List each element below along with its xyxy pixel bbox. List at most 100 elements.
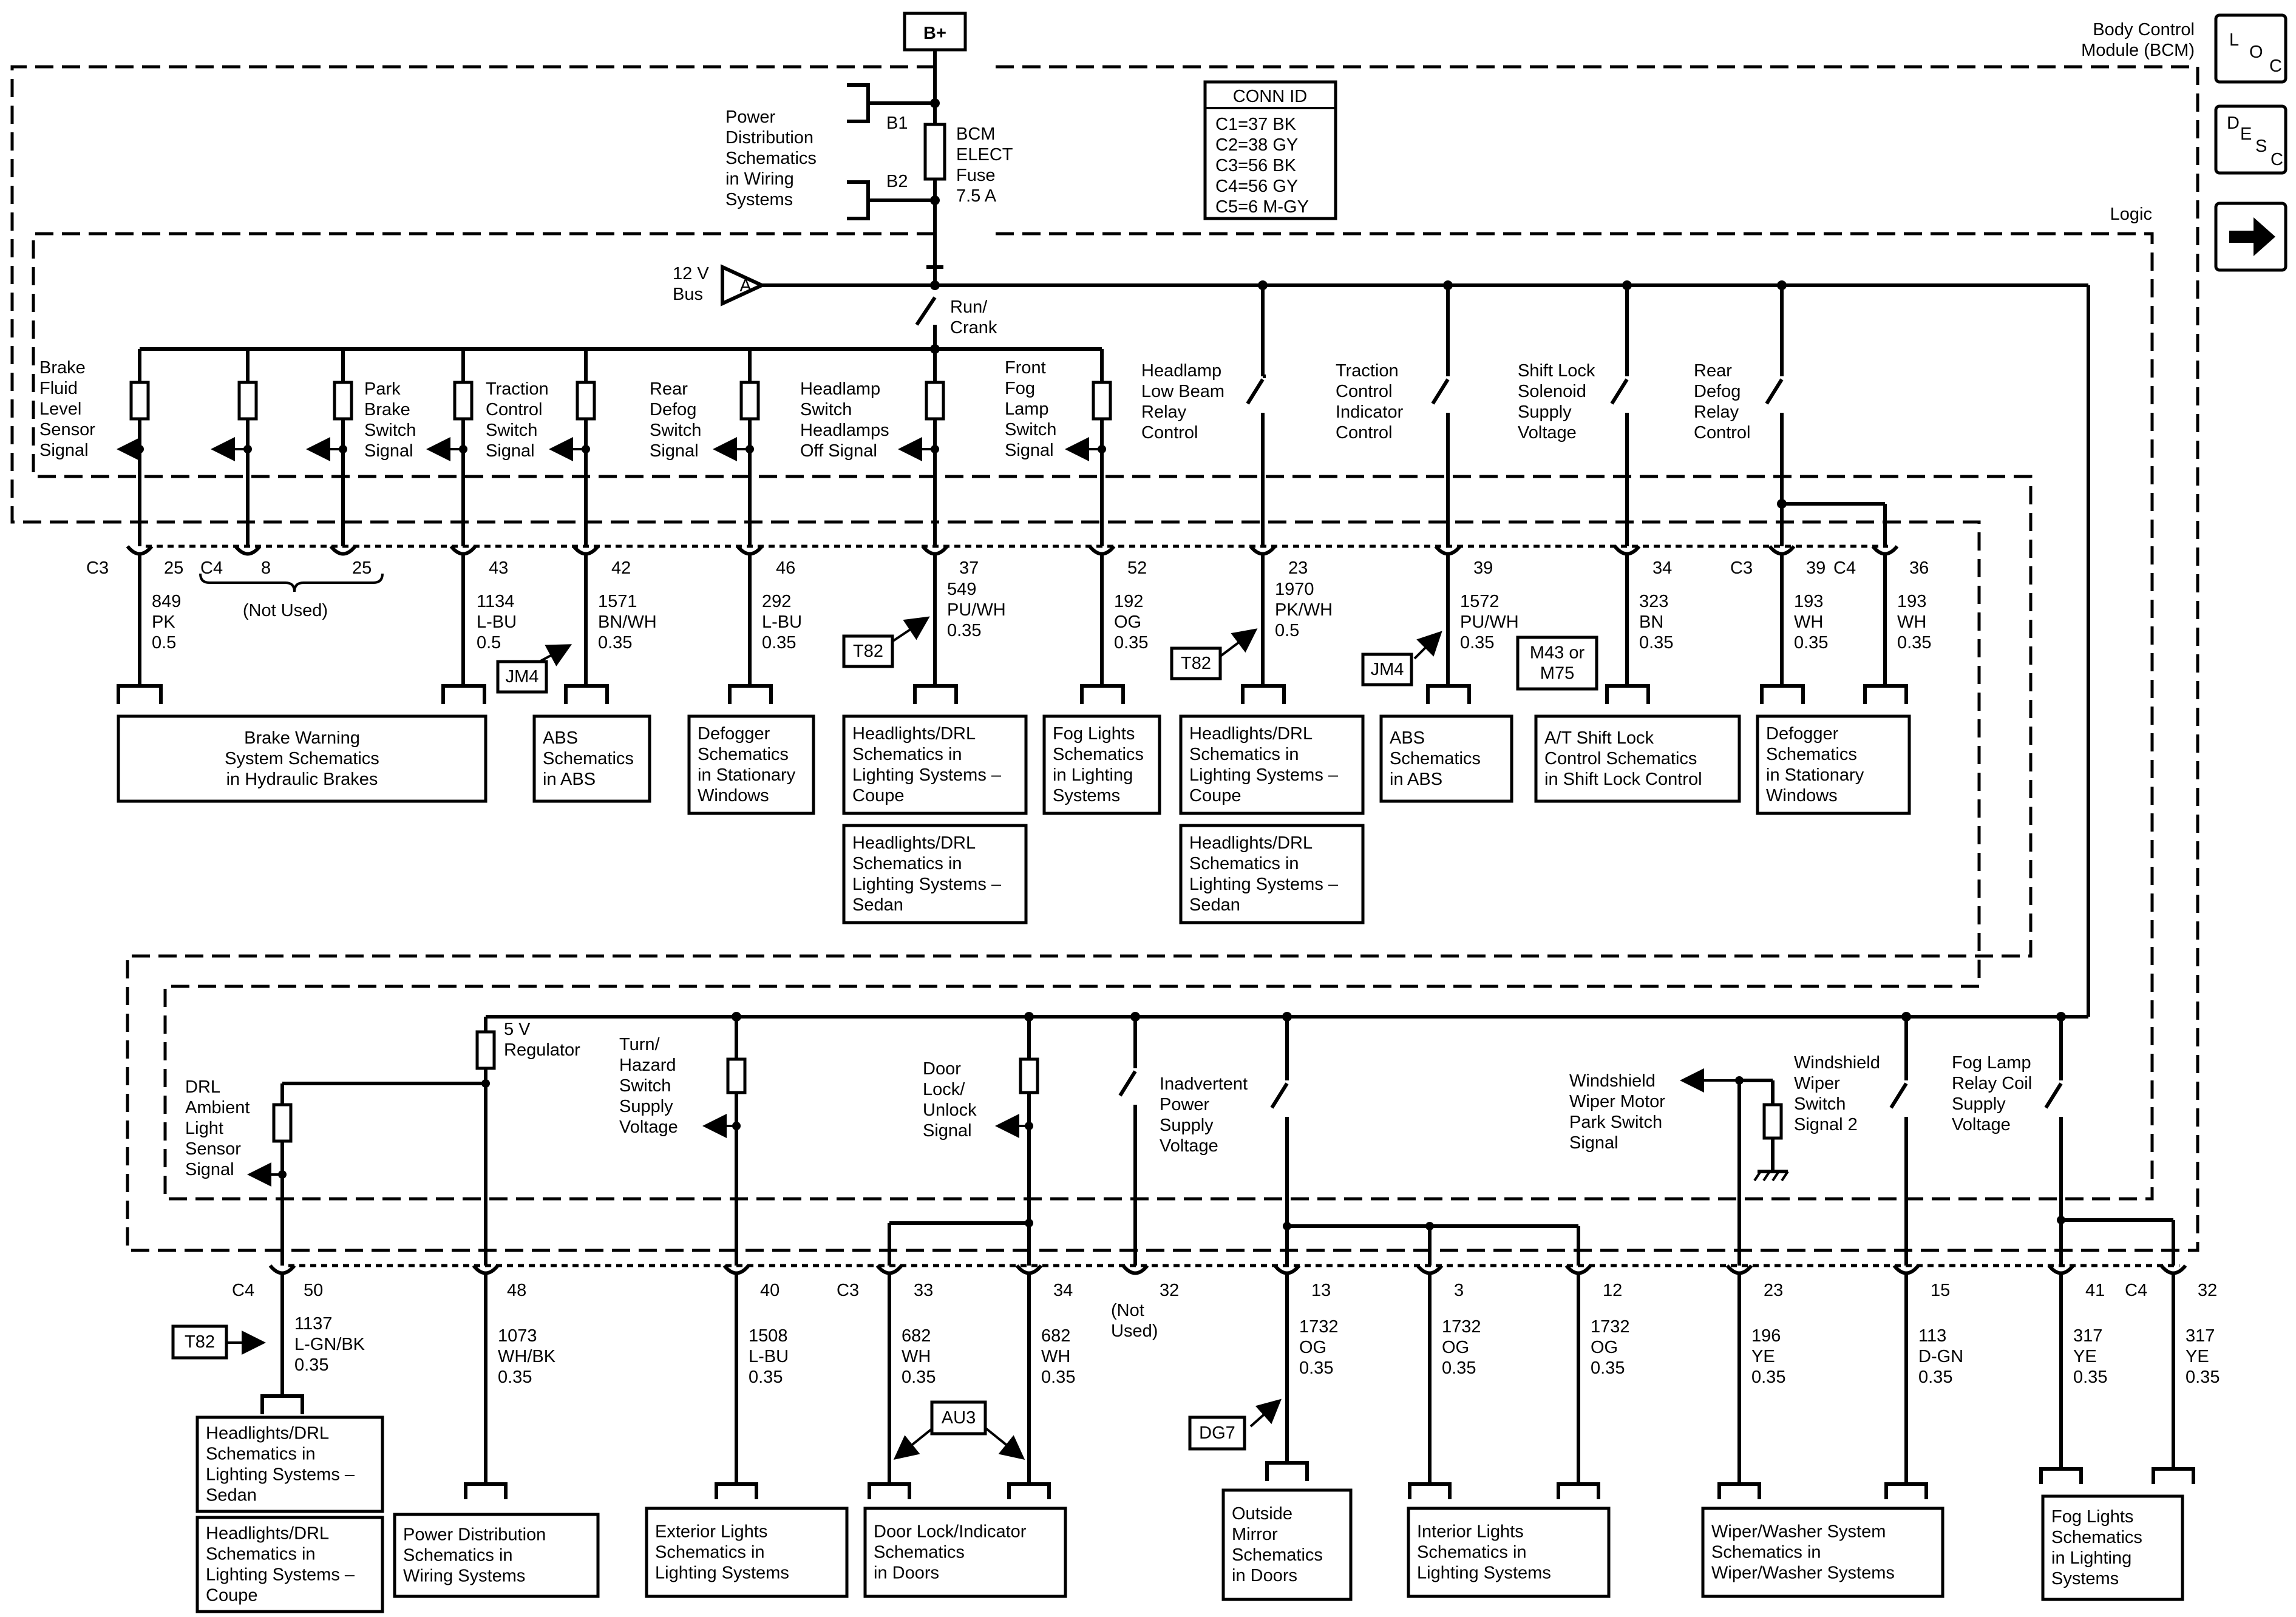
loc-letter: C	[2269, 56, 2282, 76]
bottom-pin-label: 50	[304, 1281, 323, 1300]
not-used-top: (Not Used)	[243, 601, 328, 620]
bottom-pin-label: 32	[1160, 1281, 1179, 1300]
top-wire-label: PU/WH	[1460, 612, 1519, 632]
dest-headlights-sedan-b-text: Sedan	[1189, 895, 1240, 915]
top-wire-label: WH	[1897, 612, 1926, 632]
dest-fog-lights-a-text: in Lighting	[1053, 765, 1133, 785]
bottom-wire-label: 1137	[294, 1314, 332, 1334]
top-input-label: Switch	[364, 421, 416, 440]
dest-abs-a-text: ABS	[543, 728, 578, 748]
top-wire-label: WH	[1794, 612, 1823, 632]
top-wire-label: 0.35	[762, 633, 796, 653]
dest-headlights-sedan-c-text: Headlights/DRL	[206, 1424, 329, 1443]
top-input-label: Defog	[650, 400, 696, 419]
top-input-label: Rear	[1694, 361, 1732, 381]
bottom-destination-connectors	[260, 1394, 2195, 1499]
dest-fog-lights-a-text: Systems	[1053, 786, 1120, 805]
loc-button[interactable]: LOC	[2214, 13, 2288, 84]
top-input-label: Voltage	[1518, 423, 1577, 442]
dest-brake-warning	[117, 714, 487, 803]
bottom-inputs-wiring	[247, 1012, 2175, 1266]
bottom-input-label: Switch	[619, 1076, 671, 1096]
bottom-wire-label: 682	[1041, 1326, 1070, 1346]
top-input-label: Rear	[650, 379, 688, 399]
bottom-wire-label: WH	[1041, 1347, 1070, 1366]
bottom-pin-label: 34	[1053, 1281, 1073, 1300]
top-wire-label: 1572	[1460, 592, 1500, 611]
dest-outside-mirror-text: Outside	[1232, 1504, 1292, 1524]
bottom-wire-label: 0.35	[1299, 1358, 1333, 1378]
top-wire-label: 0.5	[152, 633, 176, 653]
top-input-label: Relay	[1141, 402, 1187, 422]
top-outputs-wiring	[1246, 280, 2090, 1017]
dest-power-distribution-text: Wiring Systems	[403, 1567, 525, 1586]
module-title: Body Control	[2093, 20, 2195, 39]
top-wire-label: 1134	[477, 592, 514, 611]
run-crank-label: Crank	[950, 318, 997, 337]
bottom-input-label: 5 V	[504, 1020, 531, 1039]
bottom-input-label: Switch	[1794, 1094, 1846, 1114]
bottom-wire-label: OG	[1442, 1338, 1469, 1357]
tag-m43-text: M43 or	[1530, 643, 1585, 663]
bottom-wire-label: 0.35	[2073, 1368, 2107, 1387]
dest-power-distribution	[393, 1513, 600, 1598]
top-connectors	[126, 545, 1899, 556]
bottom-connectors	[268, 1264, 2187, 1275]
bottom-pin-label: 13	[1311, 1281, 1331, 1300]
dest-fog-lights-b-text: in Lighting	[2051, 1548, 2131, 1568]
dest-headlights-coupe-b-text: Lighting Systems –	[1189, 765, 1339, 785]
bottom-input-label: Hazard	[619, 1056, 676, 1075]
fuse-label: Fuse	[956, 166, 995, 185]
dest-headlights-sedan-c-text: Schematics in	[206, 1445, 316, 1464]
dest-headlights-coupe-b-text: Headlights/DRL	[1189, 724, 1313, 744]
dest-fog-lights-a-text: Schematics	[1053, 745, 1144, 764]
bottom-input-label: Power	[1160, 1095, 1210, 1114]
top-input-label: Fluid	[39, 379, 78, 398]
fuse-label: BCM	[956, 124, 995, 144]
static-wiring	[10, 46, 2199, 1499]
tag-au3-text: AU3	[942, 1408, 976, 1428]
dest-interior-lights-text: Interior Lights	[1417, 1522, 1524, 1542]
bottom-wire-label: 317	[2186, 1326, 2215, 1346]
dest-headlights-coupe-c-text: Schematics in	[206, 1545, 316, 1564]
top-input-label: Supply	[1518, 402, 1572, 422]
dest-headlights-sedan-a-text: Sedan	[852, 895, 903, 915]
top-wire-label: 292	[762, 592, 791, 611]
top-wire-label: PK/WH	[1275, 600, 1333, 620]
bottom-pin-label: C4	[232, 1281, 254, 1300]
bottom-input-label: Lock/	[923, 1080, 965, 1099]
top-wire-label: 323	[1639, 592, 1668, 611]
dest-shift-lock	[1534, 714, 1741, 803]
top-wire-label: PK	[152, 612, 175, 632]
top-input-label: Control	[1694, 423, 1751, 442]
dest-fog-lights-b-text: Systems	[2051, 1569, 2119, 1588]
bottom-wire-label: YE	[2186, 1347, 2209, 1366]
next-button[interactable]	[2214, 202, 2288, 272]
top-pin-label: 23	[1288, 558, 1308, 578]
module-title: Module (BCM)	[2081, 41, 2195, 60]
conn-id-row: C3=56 BK	[1215, 156, 1297, 175]
dest-shift-lock-text: A/T Shift Lock	[1544, 728, 1654, 748]
bottom-wire-label: WH	[902, 1347, 931, 1366]
top-wires	[138, 555, 1887, 686]
tag-t82-c-text: T82	[185, 1332, 215, 1352]
dest-outside-mirror-text: Mirror	[1232, 1525, 1278, 1544]
dest-outside-mirror-text: Schematics	[1232, 1545, 1323, 1565]
dest-shift-lock-text: Control Schematics	[1544, 749, 1697, 768]
bottom-input-label: Regulator	[504, 1040, 580, 1060]
bottom-input-label: Signal 2	[1794, 1115, 1858, 1134]
bottom-pin-label: C4	[2125, 1281, 2147, 1300]
dest-fog-lights-a	[1042, 714, 1161, 815]
bus-label: 12 V	[673, 264, 709, 283]
top-input-label: Level	[39, 399, 81, 419]
bottom-wire-label: OG	[1591, 1338, 1618, 1357]
top-input-label: Sensor	[39, 420, 95, 439]
fuse-note: Power	[725, 107, 776, 127]
top-wire-label: 193	[1794, 592, 1823, 611]
bottom-pin-label: 12	[1603, 1281, 1622, 1300]
top-wire-label: BN/WH	[598, 612, 657, 632]
top-input-label: Signal	[650, 441, 699, 461]
bottom-wire-label: 682	[902, 1326, 931, 1346]
top-wire-label: 0.35	[1897, 633, 1931, 653]
